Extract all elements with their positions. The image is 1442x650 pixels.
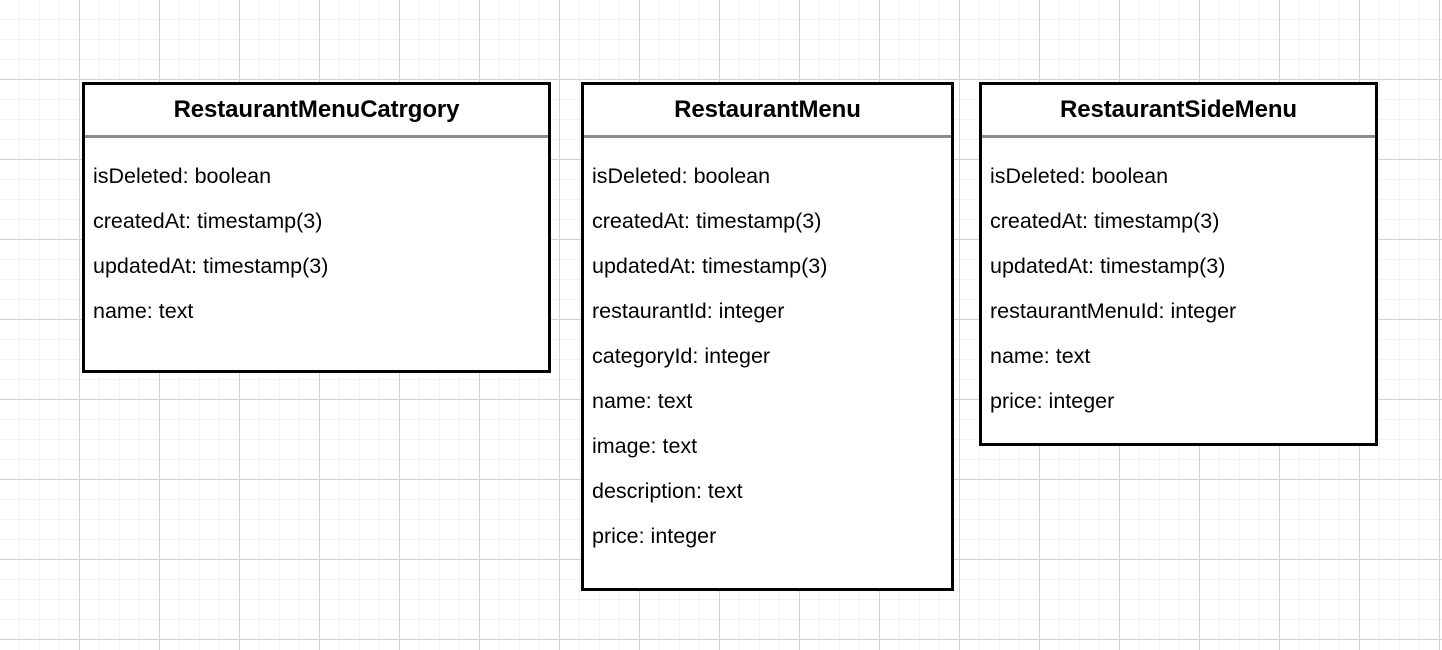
entity-field[interactable]: name: text xyxy=(592,389,693,413)
entity-title: RestaurantMenu xyxy=(674,96,861,123)
entity-field[interactable]: price: integer xyxy=(990,389,1115,413)
entity-field[interactable]: isDeleted: boolean xyxy=(93,164,272,188)
entity-field-list: isDeleted: boolean createdAt: timestamp(3… xyxy=(982,138,1375,443)
entity-field[interactable]: updatedAt: timestamp(3) xyxy=(93,254,329,278)
entity-title: RestaurantMenuCatrgory xyxy=(173,96,460,123)
entity-field[interactable]: name: text xyxy=(990,344,1091,368)
entity-field[interactable]: price: integer xyxy=(592,524,717,548)
entity-field[interactable]: createdAt: timestamp(3) xyxy=(592,209,822,233)
entity-field[interactable]: name: text xyxy=(93,299,194,323)
entity-restaurant-menu-catrgory[interactable]: RestaurantMenuCatrgory isDeleted: boolean… xyxy=(82,82,551,373)
entity-field-list: isDeleted: boolean createdAt: timestamp(3… xyxy=(584,138,951,588)
entity-field[interactable]: updatedAt: timestamp(3) xyxy=(990,254,1226,278)
entity-header[interactable]: RestaurantMenuCatrgory xyxy=(85,85,548,138)
entity-restaurant-menu[interactable]: RestaurantMenu isDeleted: boolean createdA… xyxy=(581,82,954,591)
entity-field[interactable]: createdAt: timestamp(3) xyxy=(93,209,323,233)
entity-field[interactable]: createdAt: timestamp(3) xyxy=(990,209,1220,233)
entity-field[interactable]: description: text xyxy=(592,479,743,503)
entity-field[interactable]: restaurantMenuId: integer xyxy=(990,299,1237,323)
entity-field[interactable]: isDeleted: boolean xyxy=(990,164,1169,188)
entity-field[interactable]: updatedAt: timestamp(3) xyxy=(592,254,828,278)
entity-restaurant-side-menu[interactable]: RestaurantSideMenu isDeleted: boolean crea… xyxy=(979,82,1378,446)
entity-header[interactable]: RestaurantSideMenu xyxy=(982,85,1375,138)
entity-field[interactable]: restaurantId: integer xyxy=(592,299,785,323)
entity-header[interactable]: RestaurantMenu xyxy=(584,85,951,138)
entity-field[interactable]: image: text xyxy=(592,434,698,458)
entity-field-list: isDeleted: boolean createdAt: timestamp(3… xyxy=(85,138,548,370)
entity-title: RestaurantSideMenu xyxy=(1060,96,1297,123)
entity-field[interactable]: categoryId: integer xyxy=(592,344,771,368)
entity-field[interactable]: isDeleted: boolean xyxy=(592,164,771,188)
